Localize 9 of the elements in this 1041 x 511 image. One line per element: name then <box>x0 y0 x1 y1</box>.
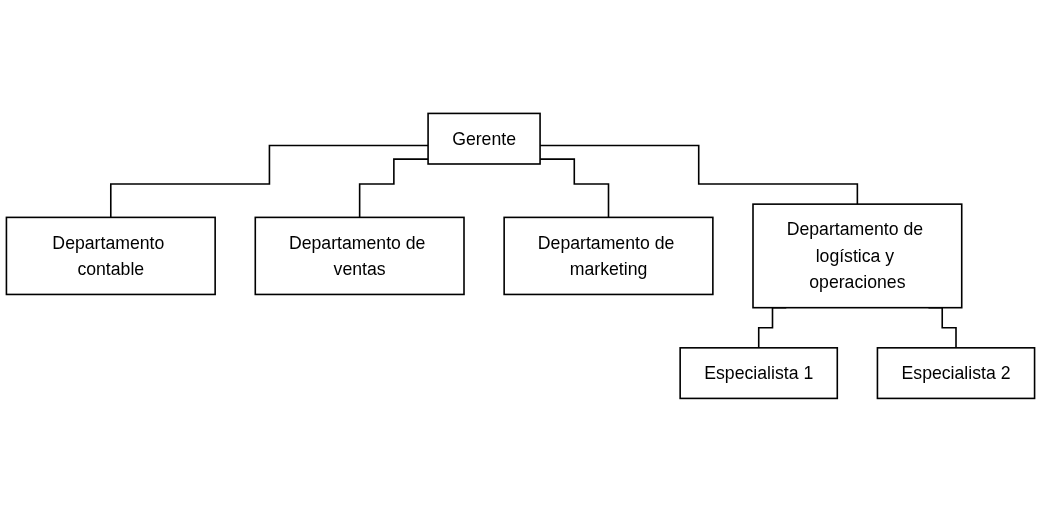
node-box: Departamento de ventas <box>254 216 465 295</box>
connector <box>110 144 429 218</box>
node-box: Departamento de marketing <box>503 216 714 295</box>
node-box: Especialista 2 <box>876 346 1036 399</box>
node-box: Departamento de logística y operaciones <box>752 202 963 309</box>
node-box: Especialista 1 <box>679 346 839 399</box>
node-box: Departamento contable <box>5 216 216 295</box>
connector <box>358 157 429 218</box>
node-box: Gerente <box>427 112 541 165</box>
